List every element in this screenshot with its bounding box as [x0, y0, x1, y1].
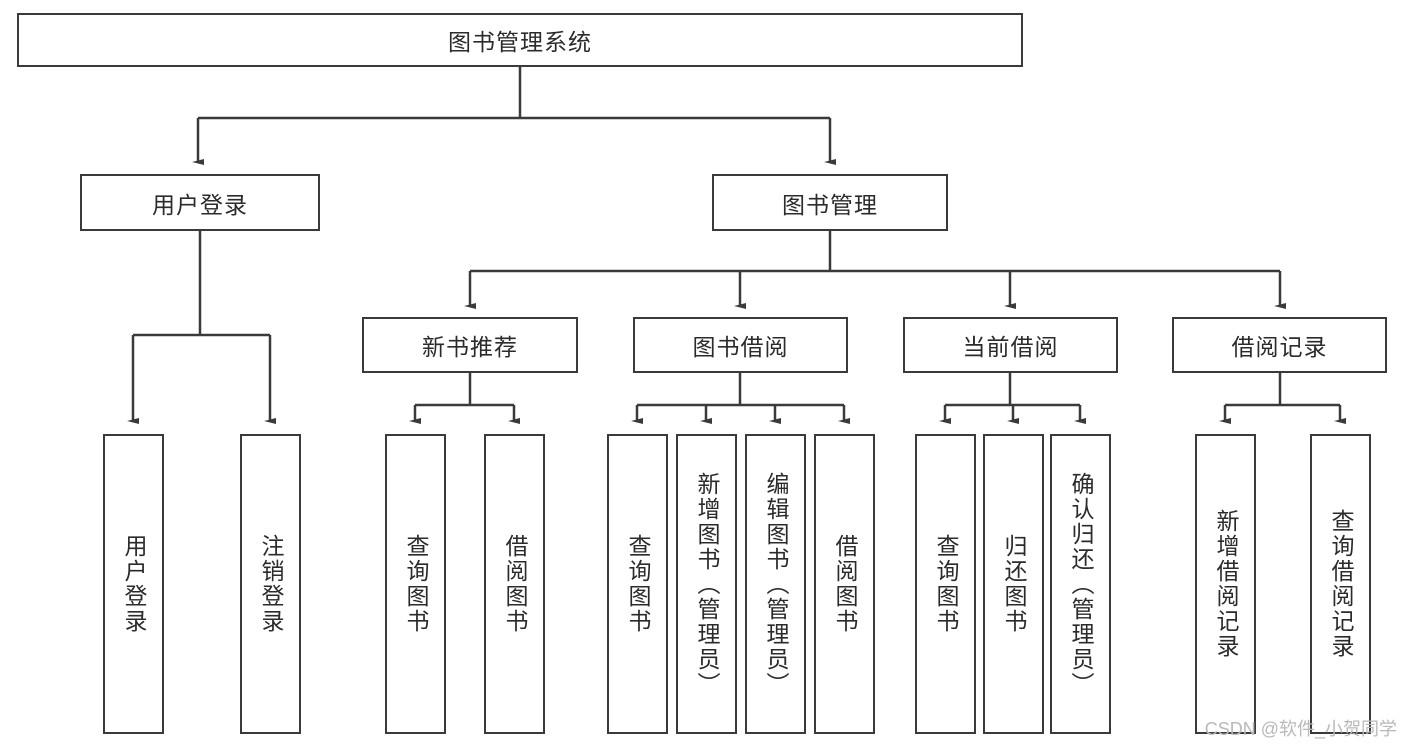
node-leaf-query-record[interactable]: 查询借阅记录	[1310, 434, 1371, 734]
node-leaf-query-record-label: 查询借阅记录	[1328, 509, 1354, 659]
node-leaf-add-record-label: 新增借阅记录	[1213, 509, 1239, 659]
node-leaf-user-logout[interactable]: 注销登录	[240, 434, 301, 734]
node-book-manage[interactable]: 图书管理	[712, 174, 948, 231]
node-book-borrow-label: 图书借阅	[692, 334, 789, 360]
node-current-borrow[interactable]: 当前借阅	[903, 317, 1118, 373]
node-leaf-query-book-3[interactable]: 查询图书	[915, 434, 976, 734]
node-leaf-edit-book[interactable]: 编辑图书（管理员）	[745, 434, 806, 734]
node-leaf-user-logout-label: 注销登录	[258, 534, 284, 634]
node-leaf-add-record[interactable]: 新增借阅记录	[1195, 434, 1256, 734]
node-leaf-add-book[interactable]: 新增图书（管理员）	[676, 434, 737, 734]
node-leaf-query-book-3-label: 查询图书	[933, 534, 959, 634]
node-current-borrow-label: 当前借阅	[962, 334, 1059, 360]
node-book-manage-label: 图书管理	[782, 191, 878, 218]
node-new-book-recommend[interactable]: 新书推荐	[362, 317, 578, 373]
node-user-login-label: 用户登录	[152, 191, 248, 218]
node-leaf-user-login[interactable]: 用户登录	[103, 434, 164, 734]
node-leaf-return-book[interactable]: 归还图书	[983, 434, 1044, 734]
node-leaf-borrow-book-1-label: 借阅图书	[502, 534, 528, 634]
node-leaf-borrow-book-2-label: 借阅图书	[832, 534, 858, 634]
node-book-borrow[interactable]: 图书借阅	[633, 317, 848, 373]
node-leaf-return-book-label: 归还图书	[1001, 534, 1027, 634]
node-user-login[interactable]: 用户登录	[80, 174, 320, 231]
node-leaf-add-book-label: 新增图书（管理员）	[694, 471, 720, 697]
node-new-book-recommend-label: 新书推荐	[422, 334, 518, 360]
node-leaf-query-book-1[interactable]: 查询图书	[385, 434, 446, 734]
node-leaf-query-book-1-label: 查询图书	[403, 534, 429, 634]
node-leaf-confirm-return[interactable]: 确认归还（管理员）	[1050, 434, 1111, 734]
node-borrow-record-label: 借阅记录	[1231, 334, 1328, 360]
node-root-label: 图书管理系统	[448, 29, 592, 55]
node-leaf-borrow-book-2[interactable]: 借阅图书	[814, 434, 875, 734]
node-borrow-record[interactable]: 借阅记录	[1172, 317, 1387, 373]
node-root[interactable]: 图书管理系统	[17, 13, 1023, 67]
node-leaf-confirm-return-label: 确认归还（管理员）	[1068, 471, 1094, 697]
node-leaf-query-book-2[interactable]: 查询图书	[607, 434, 668, 734]
node-leaf-query-book-2-label: 查询图书	[625, 534, 651, 634]
watermark: CSDN @软件_小贺同学	[1204, 719, 1397, 739]
node-leaf-borrow-book-1[interactable]: 借阅图书	[484, 434, 545, 734]
node-leaf-edit-book-label: 编辑图书（管理员）	[763, 471, 789, 697]
node-leaf-user-login-label: 用户登录	[121, 534, 147, 634]
